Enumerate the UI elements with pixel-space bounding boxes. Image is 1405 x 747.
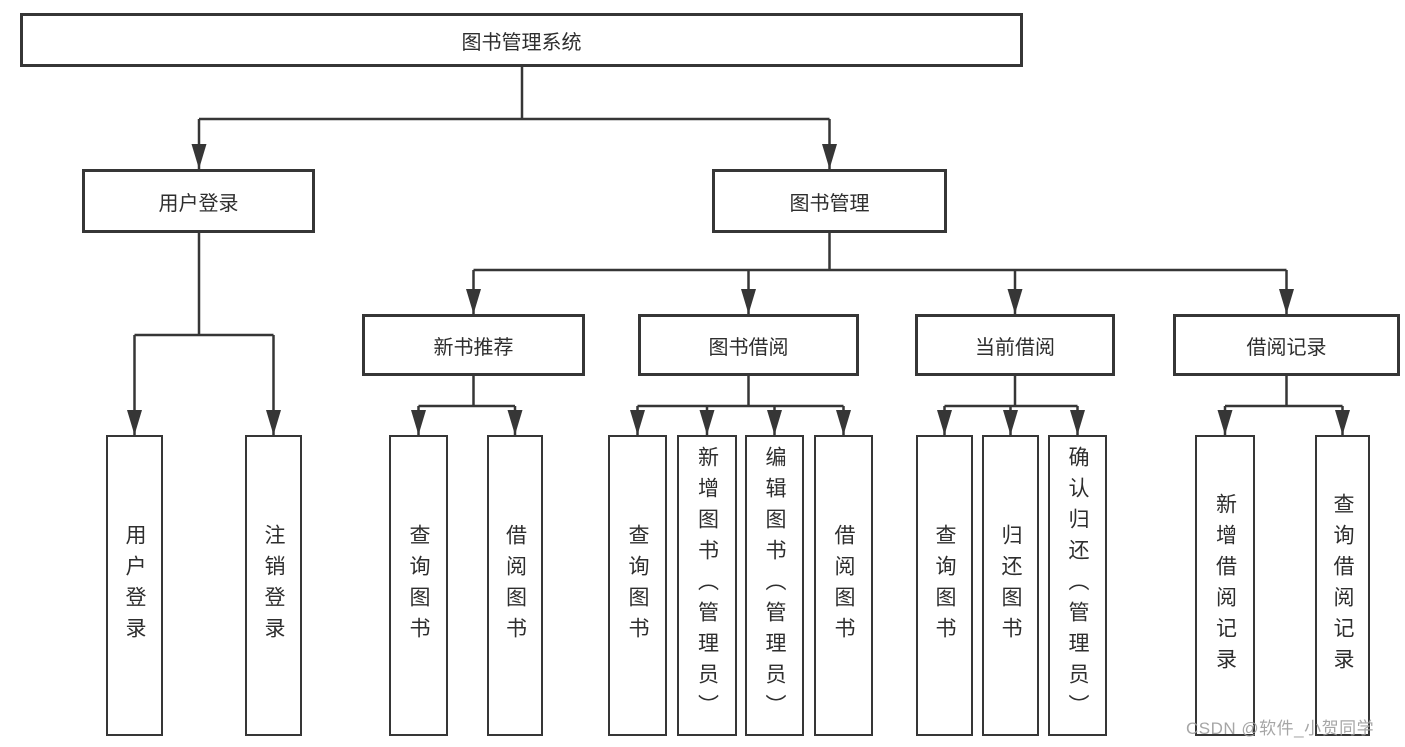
- leaf-return-books: 归还图书: [982, 435, 1039, 736]
- leaf-query-books-current: 查询图书: [916, 435, 973, 736]
- leaf-query-books-recommend: 查询图书: [389, 435, 448, 736]
- node-book-management: 图书管理: [712, 169, 947, 233]
- leaf-add-borrow-record: 新增借阅记录: [1195, 435, 1255, 736]
- node-current-borrowing: 当前借阅: [915, 314, 1115, 376]
- node-label: 新书推荐: [433, 336, 514, 359]
- leaf-borrow-books: 借阅图书: [814, 435, 873, 736]
- leaf-confirm-return-admin: 确认归还（管理员）: [1048, 435, 1107, 736]
- node-label: 图书借阅: [708, 336, 789, 359]
- node-new-book-recommend: 新书推荐: [362, 314, 585, 376]
- leaf-label: 新增借阅记录: [1213, 492, 1237, 679]
- csdn-watermark: CSDN @软件_小贺同学: [1186, 719, 1375, 738]
- leaf-label: 归还图书: [999, 523, 1022, 648]
- leaf-label: 查询借阅记录: [1331, 492, 1354, 679]
- leaf-logout: 注销登录: [245, 435, 302, 736]
- leaf-query-books-borrowing: 查询图书: [608, 435, 667, 736]
- node-label: 借阅记录: [1246, 336, 1327, 359]
- leaf-add-books-admin: 新增图书（管理员）: [677, 435, 737, 736]
- node-label: 当前借阅: [975, 336, 1055, 359]
- node-label: 用户登录: [158, 192, 239, 215]
- leaf-label: 注销登录: [262, 523, 285, 648]
- leaf-label: 查询图书: [626, 523, 649, 648]
- node-label: 图书管理系统: [461, 31, 582, 54]
- node-borrowing-records: 借阅记录: [1173, 314, 1400, 376]
- leaf-label: 确认归还（管理员）: [1066, 446, 1089, 725]
- node-label: 图书管理: [789, 192, 870, 215]
- leaf-label: 借阅图书: [832, 523, 855, 648]
- leaf-label: 新增图书（管理员）: [695, 446, 719, 725]
- leaf-label: 借阅图书: [503, 523, 527, 648]
- node-library-system: 图书管理系统: [20, 13, 1023, 67]
- leaf-user-login: 用户登录: [106, 435, 163, 736]
- node-book-borrowing: 图书借阅: [638, 314, 859, 376]
- leaf-query-borrow-record: 查询借阅记录: [1315, 435, 1370, 736]
- leaf-borrow-books-recommend: 借阅图书: [487, 435, 543, 736]
- leaf-label: 查询图书: [933, 523, 956, 648]
- leaf-edit-books-admin: 编辑图书（管理员）: [745, 435, 804, 736]
- leaf-label: 查询图书: [407, 523, 430, 648]
- leaf-label: 编辑图书（管理员）: [763, 446, 786, 725]
- leaf-label: 用户登录: [123, 523, 146, 648]
- node-user-login: 用户登录: [82, 169, 315, 233]
